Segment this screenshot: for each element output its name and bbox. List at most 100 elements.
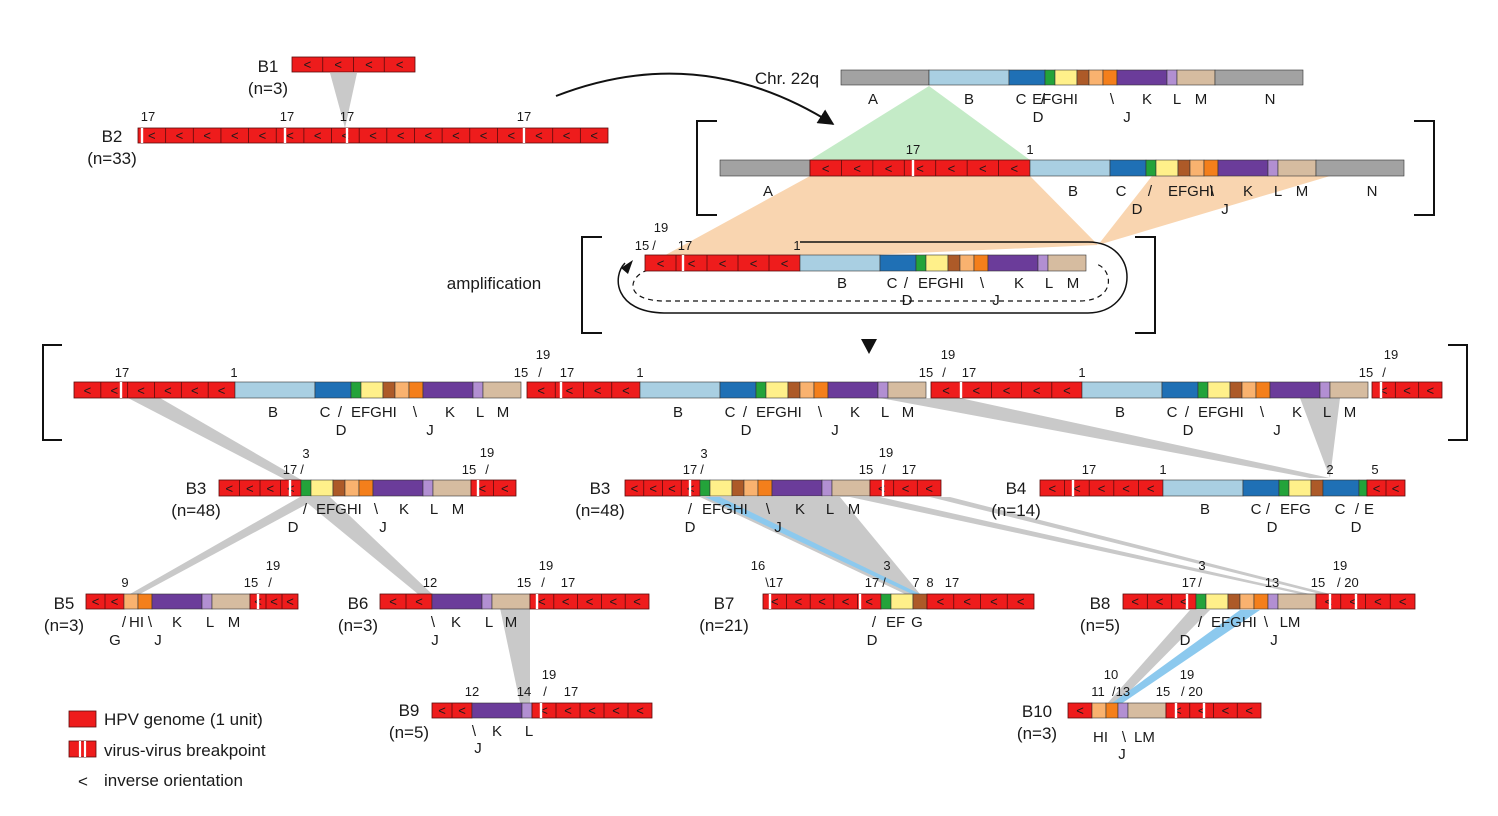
label-slash: / [652, 238, 656, 253]
bar-amplicon-virus-2-inverse-glyph: < [566, 383, 574, 398]
label-t_15: 15 [1359, 365, 1373, 380]
band-amp-b3a [128, 398, 305, 482]
bar-chr22-block-f [1076, 69, 1090, 86]
bar-amplicon-virus-4: <<< [1371, 381, 1443, 399]
label-t_15: 15 [1311, 575, 1325, 590]
sample-b3b-name: B3 [590, 479, 611, 498]
bar-b7-block-f-inverted [912, 593, 928, 610]
bar-chr22-block-j [1166, 69, 1178, 86]
bar-amplicon-virus-3-inverse-glyph: < [1063, 383, 1071, 398]
label-t_8: 8 [926, 575, 933, 590]
bar-chr22-block-h [1102, 69, 1118, 86]
label-s_EFGHI: EFGHI [702, 501, 748, 518]
bar-b6-virus-right-inverse-glyph: < [586, 594, 594, 609]
label-slash: / [485, 462, 489, 477]
bar-b4-virus-left-inverse-glyph: < [1098, 481, 1106, 496]
bar-b8-virus-left-inverse-glyph: < [1156, 594, 1164, 609]
label-s_N: N [1367, 183, 1378, 200]
label-slash: / [122, 614, 127, 631]
bar-amplicon-virus-3-inverse-glyph: < [973, 383, 981, 398]
bar-amplicon-unit-2-block-i [827, 381, 879, 399]
label-t_15: 15 [859, 462, 873, 477]
label-t_17: 17 [906, 142, 920, 157]
bar-b2-inverse-glyph: < [563, 128, 571, 143]
label-bslash: \ [980, 275, 985, 292]
band-green-chr22 [810, 86, 1030, 160]
bar-amplification-block-k [1047, 254, 1087, 272]
label-t_19: 19 [1333, 558, 1347, 573]
bar-b3b-virus-right-body [869, 479, 942, 497]
bar-amplicon-virus-2-inverse-glyph: < [622, 383, 630, 398]
label-s_K: K [1142, 91, 1152, 108]
label-s_M: M [1296, 183, 1309, 200]
label-slash13: /13 [1112, 684, 1130, 699]
bar-b4-virus-left-inverse-glyph: < [1073, 481, 1081, 496]
sample-b4-count: (n=14) [991, 501, 1041, 520]
band-b3a-b6 [300, 497, 432, 594]
bar-amplification-block-c [879, 254, 917, 272]
amplicon-a2-label-l: L [881, 404, 889, 421]
band-amp-b4 [880, 398, 1330, 478]
label-t_17: 17 [945, 575, 959, 590]
down-arrowhead [861, 339, 877, 354]
bar-b6-virus-left-inverse-glyph: < [389, 594, 397, 609]
label-s_EFGHI: EFGHI [316, 501, 362, 518]
label-t_15: 15 [919, 365, 933, 380]
label-slash: / [538, 365, 542, 380]
label-t_12: 12 [423, 575, 437, 590]
bar-b7-virus-right-inverse-glyph: < [963, 594, 971, 609]
label-t_15: 15 [514, 365, 528, 380]
bar-b7-block-d [880, 593, 892, 610]
amplicon-a1-label-j: J [426, 422, 434, 439]
label-t_1: 1 [793, 238, 800, 253]
label-s_G_inv: G [911, 614, 923, 631]
bar-b10-block-g [1091, 702, 1107, 719]
label-s_D: D [1351, 519, 1362, 536]
label-s_D: D [288, 519, 299, 536]
label-s_L: L [206, 614, 214, 631]
label-s_EF: EF [886, 614, 905, 631]
bar-chr22-block-c [1008, 69, 1046, 86]
bar-b10-virus-right-inverse-glyph: < [1198, 703, 1206, 718]
label-s_D: D [902, 292, 913, 309]
amplicon-a1-label-c: C [320, 404, 331, 421]
bar-b2-inverse-glyph: < [286, 128, 294, 143]
curved-arrow [555, 72, 835, 125]
bar-amplicon-virus-3-inverse-glyph: < [942, 383, 950, 398]
bar-b3b-block-f [731, 479, 745, 497]
bar-b2: <<<<<<<<<<<<<<<<< [137, 127, 609, 144]
label-slash: / [300, 462, 304, 477]
label-s_L: L [525, 723, 533, 740]
sample-b3a-count: (n=48) [171, 501, 221, 520]
label-t_17: 17 [280, 109, 294, 124]
bar-amplicon-unit-1-block-i [422, 381, 474, 399]
bar-b6-virus-right-body [529, 593, 650, 610]
label-slash: / [700, 462, 704, 477]
band-b1-b2 [330, 73, 357, 128]
label-s_A: A [868, 91, 878, 108]
label-s_A: A [763, 183, 773, 200]
label-t_17: 17 [902, 462, 916, 477]
label-s_G: G [109, 632, 121, 649]
bar-b3a-block-f [332, 479, 346, 497]
label-bslash: \ [148, 614, 153, 631]
label-t_17: 17 [769, 575, 783, 590]
bar-amplicon-virus-1-inverse-glyph: < [218, 383, 226, 398]
amplicon-a3-label-m: M [1344, 404, 1357, 421]
bar-b3b-block-i [771, 479, 823, 497]
label-t_15: 15 [1156, 684, 1170, 699]
label-s_J: J [992, 292, 1000, 309]
bar-amplicon-unit-2-block-d [755, 381, 767, 399]
label-bslash: \ [1110, 91, 1115, 108]
bar-b4-block-c [1322, 479, 1360, 497]
label-s_K: K [451, 614, 461, 631]
bar-b7-virus-left: <<<<< [762, 593, 882, 610]
label-t_9: 9 [121, 575, 128, 590]
label-slash: / [541, 575, 545, 590]
bar-b3b-virus-left: <<<< [624, 479, 701, 497]
bar-b9-virus-right: <<<<< [531, 702, 653, 719]
label-t_17: 17 [1082, 462, 1096, 477]
bar-b2-inverse-glyph: < [342, 128, 350, 143]
bar-amplicon-virus-4-inverse-glyph: < [1427, 383, 1435, 398]
bar-amplicon-unit-2-block-f [787, 381, 801, 399]
